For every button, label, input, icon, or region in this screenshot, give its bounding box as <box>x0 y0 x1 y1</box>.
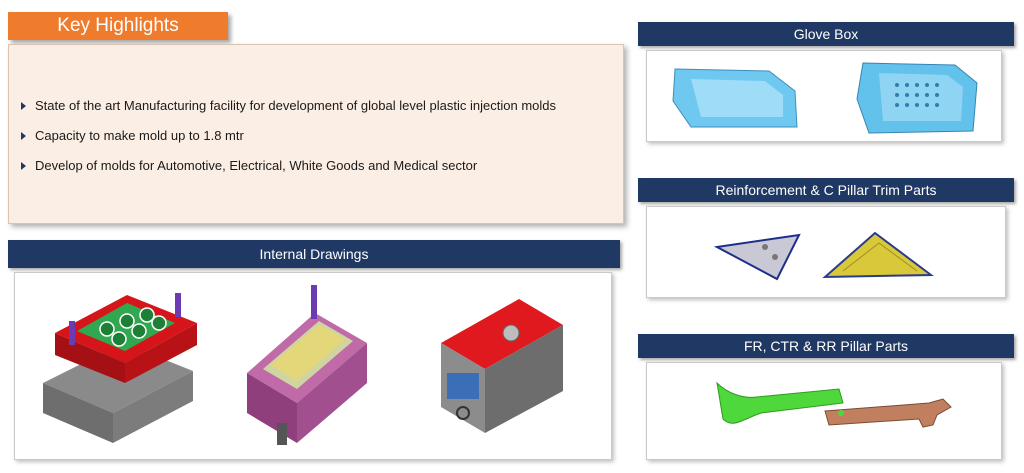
glove-box-part-1 <box>672 68 798 128</box>
highlight-text: Develop of molds for Automotive, Electri… <box>35 158 478 173</box>
mold-drawing-2 <box>247 285 367 445</box>
pillar-parts-panel <box>646 362 1002 460</box>
glove-box-panel <box>646 50 1002 142</box>
internal-drawings-header: Internal Drawings <box>8 240 620 268</box>
highlight-item: Develop of molds for Automotive, Electri… <box>21 159 623 189</box>
mold-drawing-3 <box>441 299 563 433</box>
bullet-arrow-icon <box>21 132 26 140</box>
highlights-box: State of the art Manufacturing facility … <box>8 44 624 224</box>
highlight-text: Capacity to make mold up to 1.8 mtr <box>35 128 244 143</box>
pillar-parts-header: FR, CTR & RR Pillar Parts <box>638 334 1014 358</box>
highlight-item: Capacity to make mold up to 1.8 mtr <box>21 129 623 159</box>
internal-drawings-panel <box>14 272 612 460</box>
glove-box-header: Glove Box <box>638 22 1014 46</box>
glove-box-part-2 <box>856 62 978 134</box>
reinforcement-panel <box>646 206 1006 298</box>
reinforcement-part <box>713 233 801 281</box>
fr-pillar-part <box>716 381 844 424</box>
highlight-item: State of the art Manufacturing facility … <box>21 99 623 129</box>
highlights-list: State of the art Manufacturing facility … <box>9 45 623 189</box>
mold-drawing-1 <box>43 293 197 443</box>
bullet-arrow-icon <box>21 102 26 110</box>
c-pillar-trim-part <box>822 231 934 279</box>
bullet-arrow-icon <box>21 162 26 170</box>
rr-pillar-part <box>824 398 952 428</box>
page-title: Key Highlights <box>8 12 228 40</box>
reinforcement-header: Reinforcement & C Pillar Trim Parts <box>638 178 1014 202</box>
highlight-text: State of the art Manufacturing facility … <box>35 98 556 113</box>
